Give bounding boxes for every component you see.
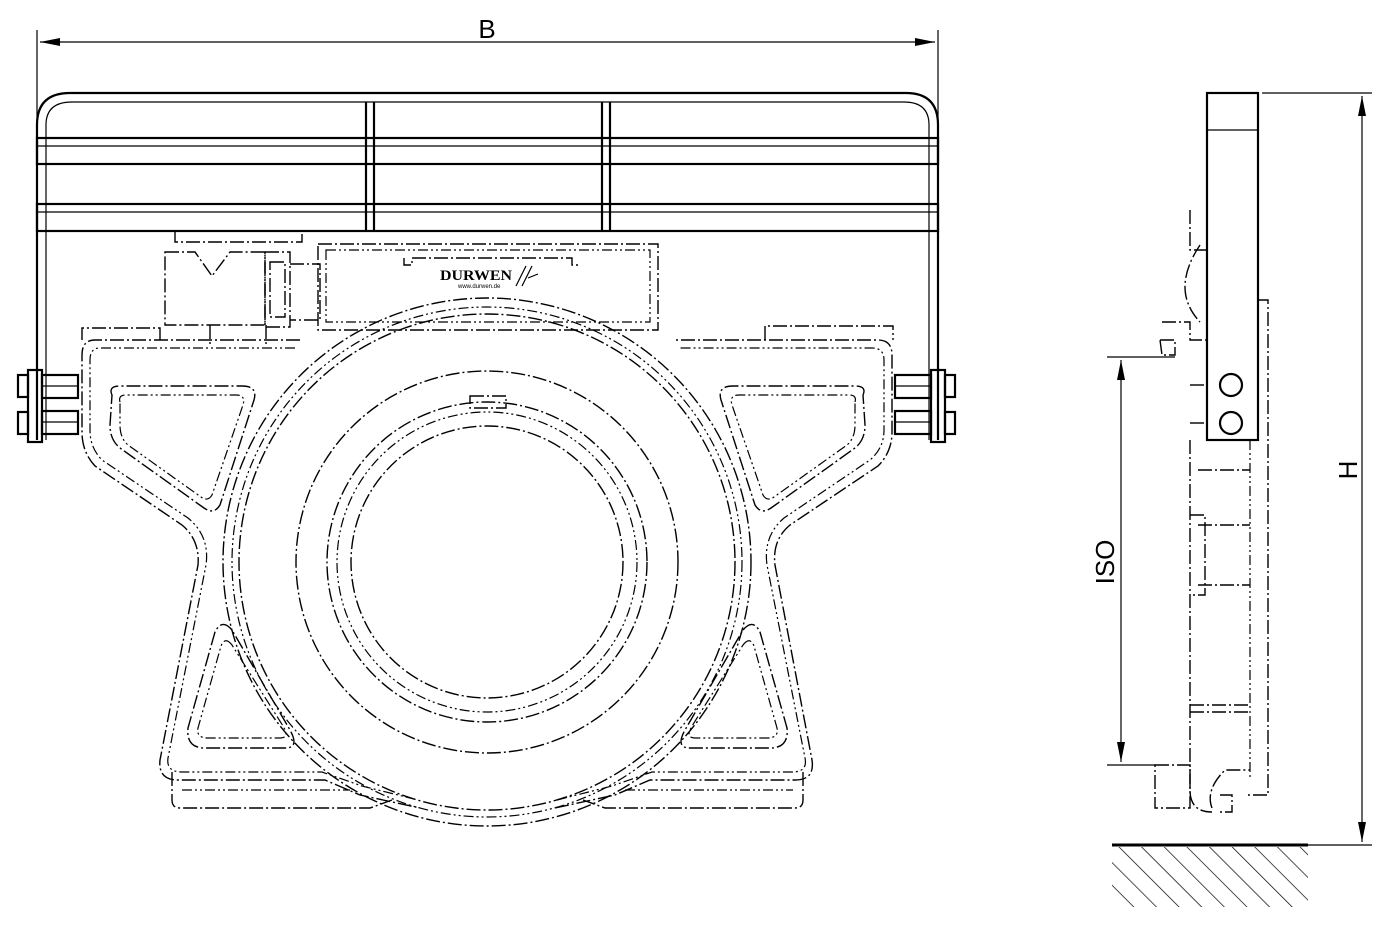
- mount-right: [893, 368, 957, 444]
- side-view: ISO H: [1090, 91, 1372, 907]
- dimension-height: H: [1262, 92, 1372, 846]
- dimension-width: B: [36, 14, 939, 355]
- side-bolt-upper: [1218, 372, 1244, 398]
- side-bolt-lower: [1218, 410, 1244, 436]
- turntable: [222, 297, 752, 827]
- side-body: [1154, 210, 1269, 813]
- mount-left: [16, 368, 80, 444]
- motor-block: [164, 231, 659, 409]
- dimension-width-label: B: [478, 14, 495, 44]
- side-guard: [1205, 91, 1260, 442]
- dimension-height-label: H: [1333, 461, 1363, 480]
- frame-cutouts: [109, 385, 866, 749]
- front-view: B: [16, 14, 957, 827]
- ground: [1112, 843, 1308, 907]
- clamp-frame: [81, 325, 894, 809]
- dimension-iso-label: ISO: [1090, 540, 1120, 585]
- brand-logo: DURWEN www.durwen.de: [440, 265, 539, 290]
- dimension-iso: ISO: [1090, 356, 1175, 766]
- brand-logo-text: DURWEN: [440, 268, 512, 284]
- brand-logo-url: www.durwen.de: [457, 284, 501, 290]
- load-guard: [35, 91, 940, 440]
